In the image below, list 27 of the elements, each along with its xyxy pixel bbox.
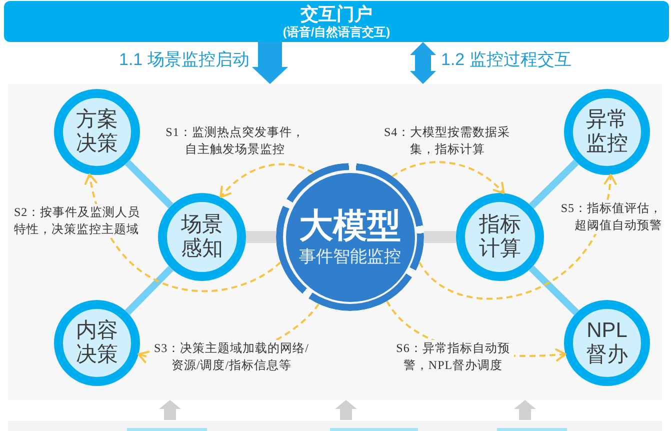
edge-label: 1.2 监控过程交互 xyxy=(441,49,572,71)
circle-label: NPL督办 xyxy=(585,319,629,367)
circle-label: 指标计算 xyxy=(478,213,522,261)
circle-label: 场景感知 xyxy=(180,213,224,261)
connector-bar xyxy=(124,160,174,208)
connector-bar xyxy=(528,160,579,209)
model-title: 大模型 xyxy=(299,206,401,246)
block-arrow xyxy=(159,400,181,420)
circle-label: 内容决策 xyxy=(75,319,119,367)
portal-banner xyxy=(4,1,669,42)
dashed-arrow xyxy=(85,173,282,292)
dashed-arrow xyxy=(418,174,616,300)
model-subtitle: 事件智能监控 xyxy=(299,246,401,268)
connector-bar xyxy=(124,266,174,315)
dashed-arrow xyxy=(220,163,314,198)
block-arrow xyxy=(514,400,536,420)
banner-title: 交互门户 xyxy=(300,3,372,25)
block-arrow xyxy=(252,42,288,84)
connector-bar xyxy=(424,231,456,243)
connector-bar xyxy=(528,266,579,316)
connector-bar xyxy=(246,231,276,243)
circle-label: 方案决策 xyxy=(75,108,119,156)
dashed-arrow xyxy=(392,161,505,194)
block-arrow xyxy=(335,400,357,420)
block-arrow xyxy=(410,42,436,84)
circle-label: 异常监控 xyxy=(585,108,629,156)
banner-subtitle: (语音/自然语言交互) xyxy=(282,25,390,40)
